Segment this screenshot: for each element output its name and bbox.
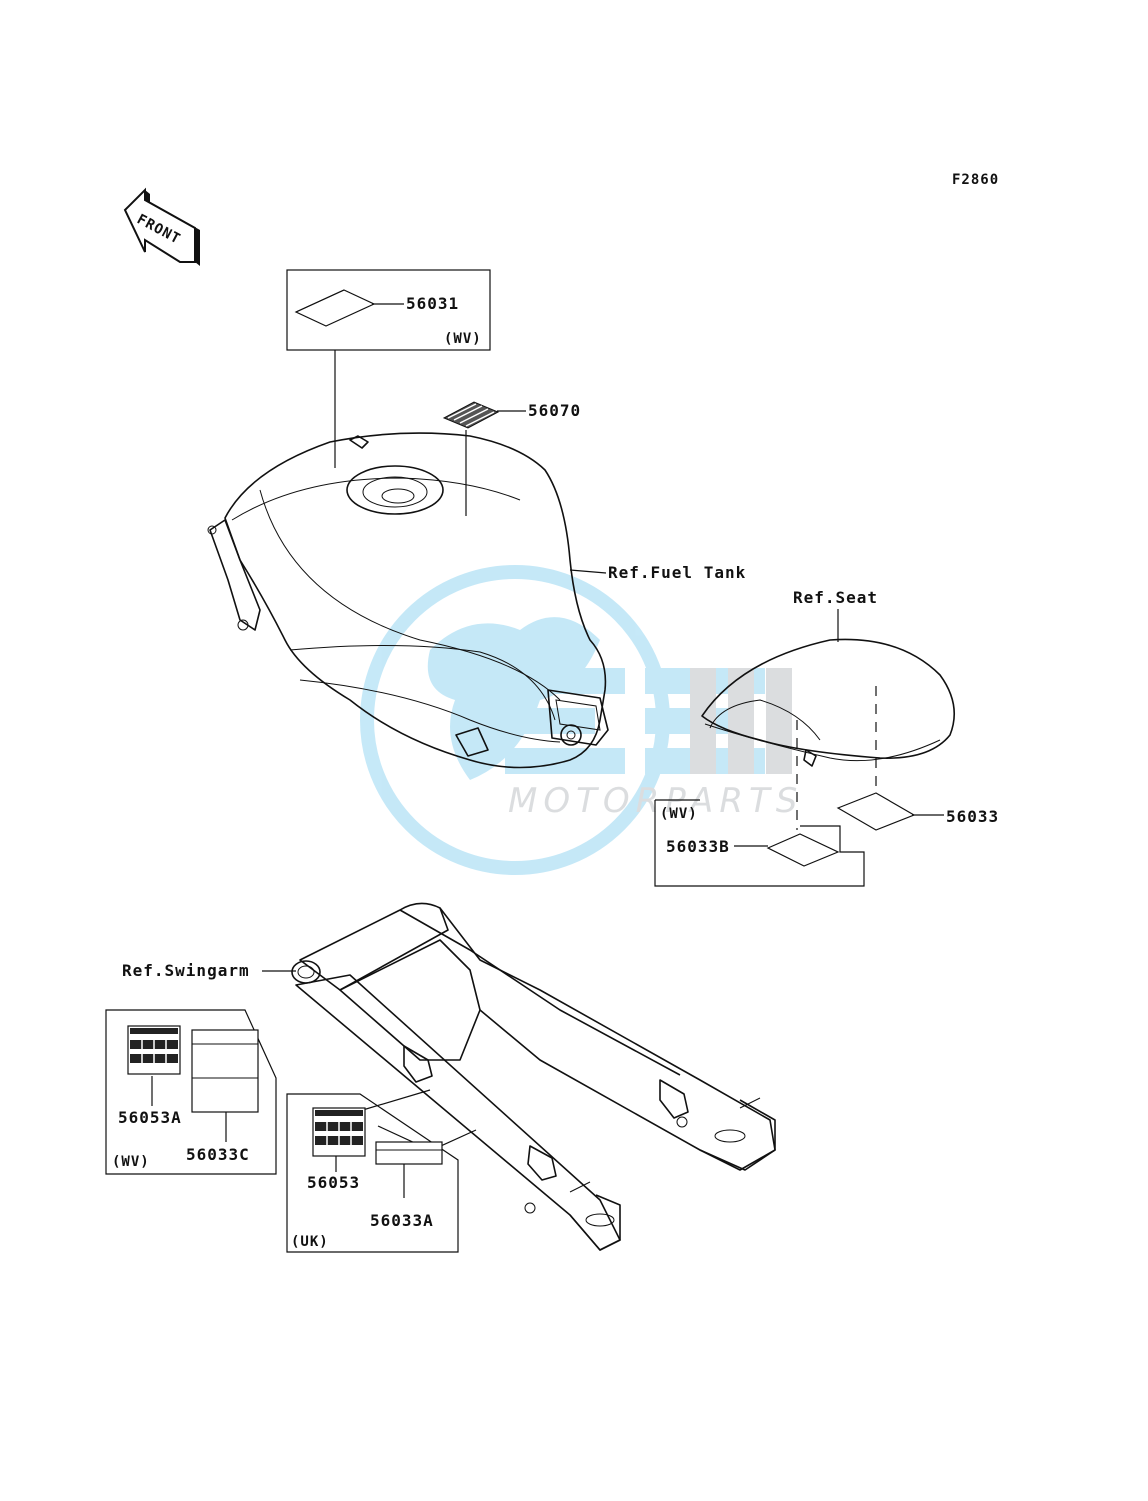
decal-56033-callout: 56033 (836, 792, 999, 831)
part-56053: 56053 (307, 1173, 360, 1192)
market-uk: (UK) (291, 1234, 329, 1250)
callout-box-56031 (286, 269, 491, 351)
watermark-text: MOTORPARTS (508, 781, 803, 821)
decal-56053A-56033C-callout: 56053A 56033C (WV) (105, 1009, 277, 1175)
figure-code: F2860 (952, 172, 999, 188)
callout-box-uk (286, 1093, 459, 1253)
part-56033A: 56033A (370, 1211, 434, 1230)
market-wv-top: (WV) (444, 331, 482, 347)
decal-56070-callout: 56070 (442, 401, 581, 516)
decal-56053A-icon (127, 1025, 181, 1075)
ref-seat: Ref.Seat (793, 588, 878, 607)
decal-56031-callout: 56031 (WV) (286, 269, 491, 468)
part-56031: 56031 (406, 294, 459, 313)
market-wv-left: (WV) (112, 1154, 150, 1170)
part-56033C: 56033C (186, 1145, 250, 1164)
watermark-logo: MOTORPARTS (360, 565, 803, 875)
decal-56033-icon (836, 792, 916, 831)
decal-56033B-icon (766, 833, 840, 867)
part-56053A: 56053A (118, 1108, 182, 1127)
part-56033: 56033 (946, 807, 999, 826)
part-56033B: 56033B (666, 837, 730, 856)
decal-56033B-callout: (WV) 56033B (654, 799, 865, 887)
decal-56033C-icon (191, 1029, 259, 1113)
callout-box-56033B (654, 800, 865, 887)
watermark-ring (360, 565, 670, 875)
callout-box-wv-left (105, 1009, 277, 1175)
ref-swingarm: Ref.Swingarm (122, 961, 250, 980)
market-wv-seat: (WV) (660, 806, 698, 822)
fuel-tank-drawing: Ref.Fuel Tank (207, 432, 746, 769)
decal-56033A-icon (375, 1141, 443, 1165)
leader-56053 (355, 1089, 431, 1113)
part-56070: 56070 (528, 401, 581, 420)
watermark-globe (427, 617, 600, 780)
ref-fuel-tank: Ref.Fuel Tank (608, 563, 746, 582)
seat-drawing: Ref.Seat (701, 588, 956, 830)
decal-56053-56033A-callout: 56053 56033A (UK) (286, 1089, 477, 1253)
front-arrow-icon: FRONT (123, 187, 200, 266)
swingarm-drawing: Ref.Swingarm (122, 902, 776, 1251)
decal-56053-icon (312, 1107, 366, 1157)
decal-56031-icon (294, 289, 376, 327)
